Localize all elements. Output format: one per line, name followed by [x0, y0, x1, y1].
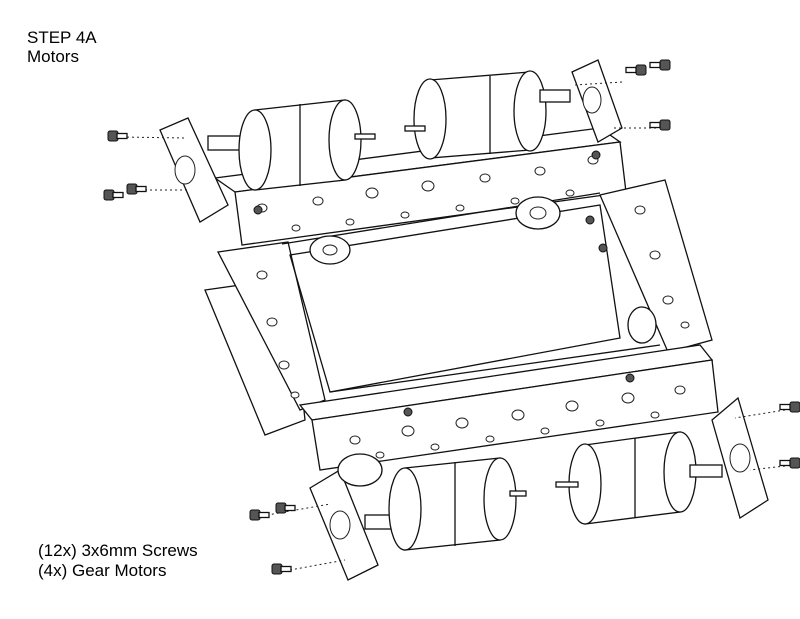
parts-list-motors: (4x) Gear Motors	[38, 561, 167, 580]
gear-motor-icon	[555, 396, 769, 525]
front-channel-holes	[349, 385, 686, 459]
step-subtitle: Motors	[27, 47, 79, 66]
screw-icon	[103, 59, 800, 575]
parts-list: (12x) 3x6mm Screws (4x) Gear Motors	[38, 541, 198, 581]
gear-motor-icon	[159, 99, 376, 223]
gear-motor-icon	[404, 59, 623, 160]
step-number: STEP 4A	[27, 28, 97, 47]
parts-list-screws: (12x) 3x6mm Screws	[38, 541, 198, 560]
step-title: STEP 4A Motors	[27, 28, 97, 66]
gear-motor-icon	[309, 457, 527, 581]
motor-mount-bracket-icon	[253, 150, 657, 487]
side-plate-holes	[256, 205, 690, 399]
screw-leader-lines	[121, 81, 786, 571]
